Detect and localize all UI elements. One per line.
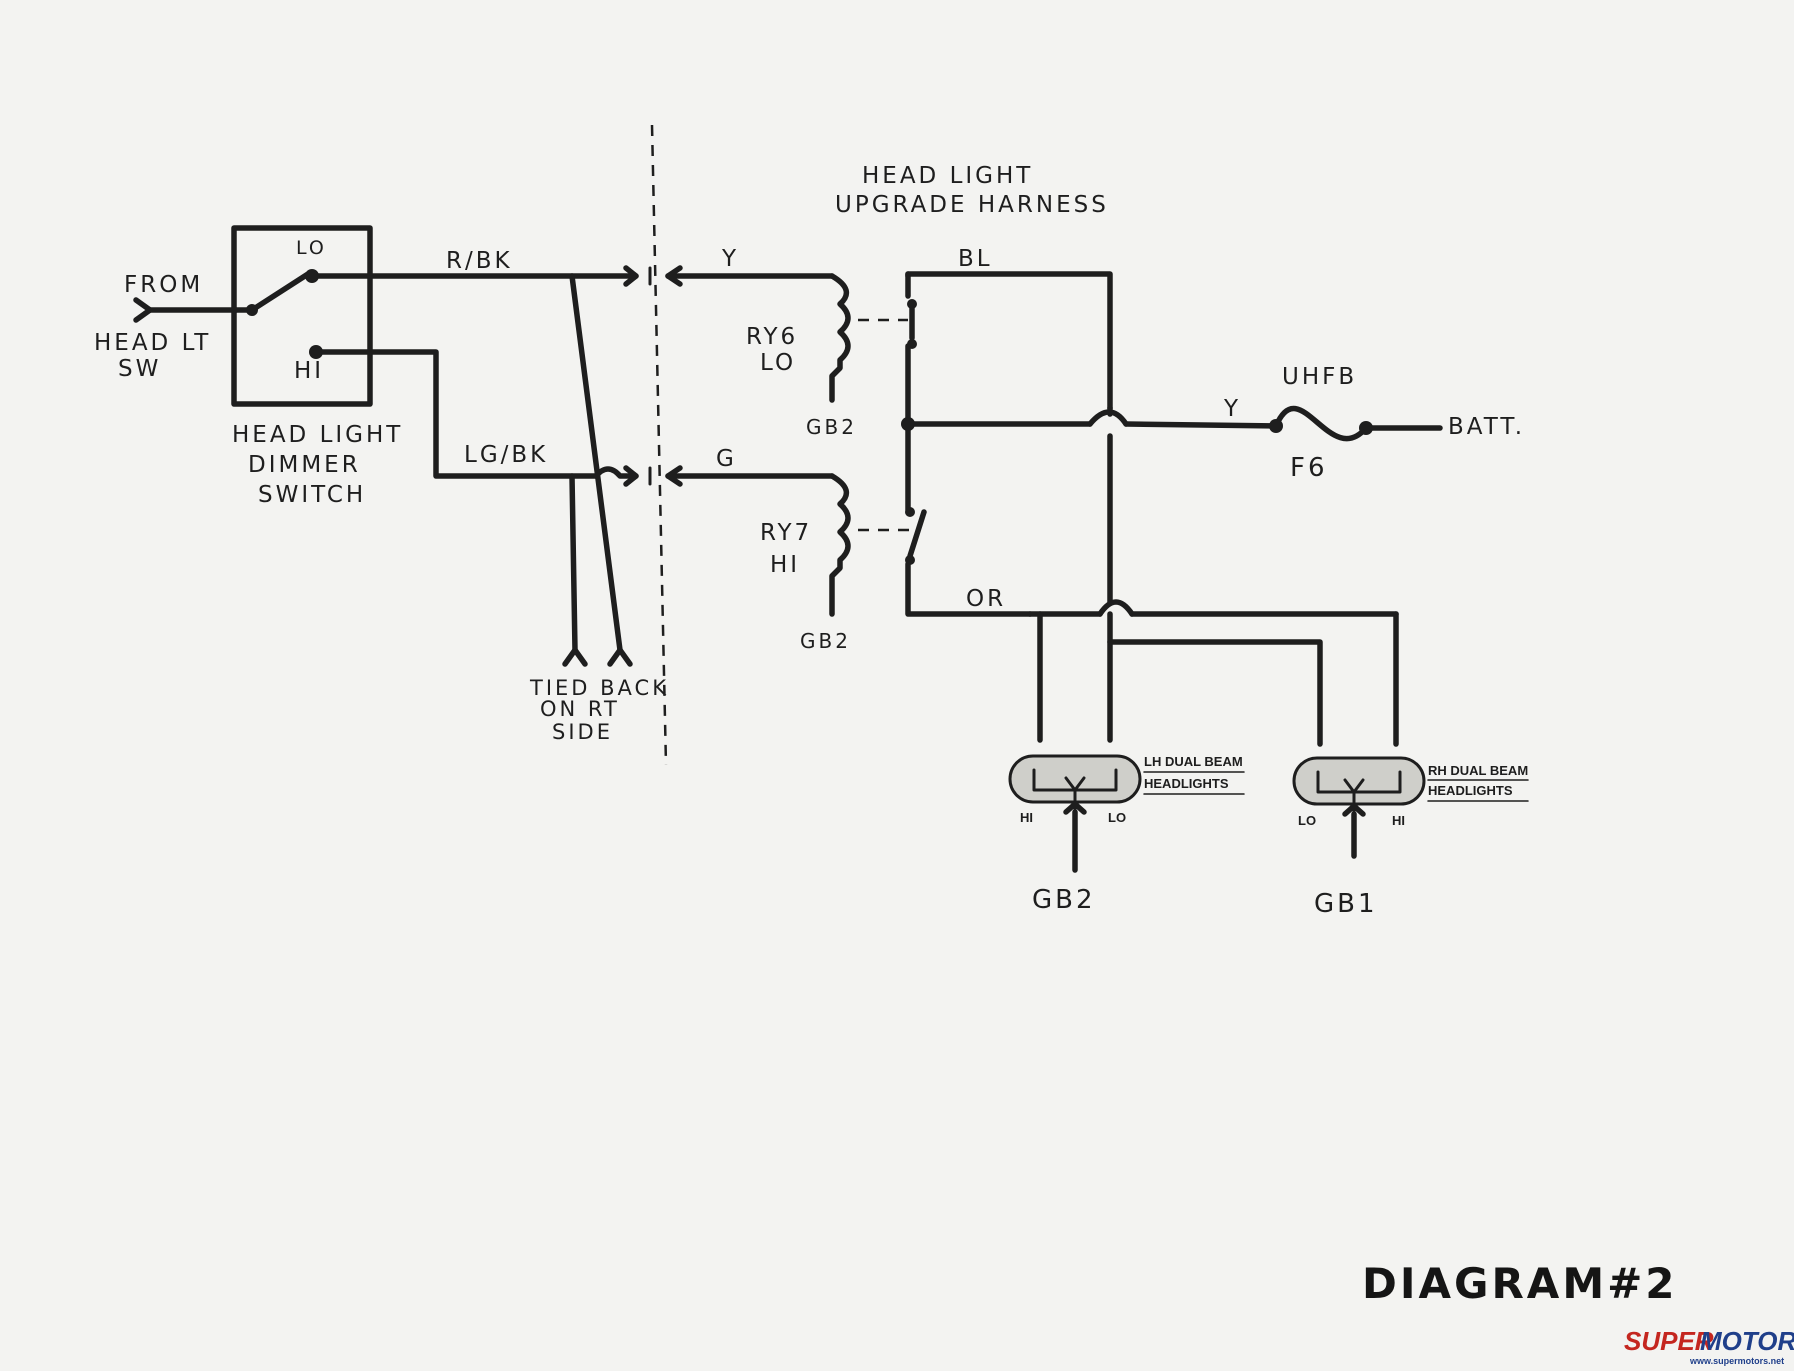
lh-headlight-filament-icon: [1032, 768, 1118, 812]
separator-dashed-line: [650, 124, 668, 766]
rh-label-line2: HEADLIGHTS: [1428, 783, 1513, 798]
relay7-coil: [829, 473, 851, 617]
supermotors-watermark: SUPER MOTORS www.supermotors.net: [1624, 1326, 1794, 1366]
rh-headlight-filament-icon: [1316, 770, 1402, 814]
tied-back-end-right-icon: [607, 647, 633, 667]
rh-headlight-arrow-icon: [1343, 778, 1365, 795]
wire-y-right: [1123, 421, 1279, 429]
switch-label-line2: DIMMER: [248, 452, 361, 478]
dimmer-switch-box: [231, 225, 373, 407]
rh-ground-connector-icon: [1342, 803, 1366, 817]
wire-or: [905, 561, 1033, 617]
from-label-line2: HEAD LT: [94, 330, 211, 356]
rh-hi-label: HI: [1392, 813, 1405, 828]
lgbk-connector-male-icon: [623, 465, 639, 487]
wire-lgbk: [313, 349, 599, 479]
fuse-bottom-label: F6: [1290, 453, 1328, 483]
wire-bl: [905, 271, 1113, 411]
wire-bl-label: BL: [958, 246, 993, 272]
relay6-ground-label: GB2: [806, 415, 857, 439]
relay7-ground-label: GB2: [800, 629, 851, 653]
harness-title-line1: HEAD LIGHT: [862, 163, 1033, 189]
lh-ground-label: GB2: [1032, 885, 1096, 915]
watermark-brand-part1: SUPER: [1624, 1326, 1714, 1356]
wire-y-top-label: Y: [721, 246, 739, 272]
relay7-contact-dot-upper: [905, 507, 915, 517]
tied-back-line2: ON RT: [540, 697, 620, 721]
watermark-url: www.supermotors.net: [1689, 1356, 1784, 1366]
wire-lgbk-label: LG/BK: [464, 442, 548, 468]
fuse-top-label: UHFB: [1282, 364, 1357, 390]
tied-back-line1: TIED BACK: [529, 676, 669, 700]
switch-lo-label: LO: [296, 237, 327, 259]
lh-ground-connector-icon: [1063, 801, 1087, 815]
switch-label-line3: SWITCH: [258, 482, 366, 508]
relay6-label-line1: RY6: [746, 324, 798, 350]
rh-label-line1: RH DUAL BEAM: [1428, 763, 1528, 778]
lh-label-line2: HEADLIGHTS: [1144, 776, 1229, 791]
battery-label: BATT.: [1448, 414, 1525, 440]
relay7-label-line1: RY7: [760, 520, 812, 546]
rh-ground-label: GB1: [1314, 889, 1378, 919]
lh-hi-label: HI: [1020, 810, 1033, 825]
relay7-label-line2: HI: [770, 552, 800, 578]
wire-or-label: OR: [966, 586, 1006, 612]
diagram-title: DIAGRAM#2: [1362, 1259, 1678, 1308]
relay6-coil: [829, 273, 851, 403]
wire-g-label: G: [716, 446, 737, 472]
harness-title-line2: UPGRADE HARNESS: [835, 192, 1109, 218]
from-label-line1: FROM: [124, 272, 203, 298]
switch-hi-label: HI: [294, 358, 324, 384]
switch-blade: [249, 271, 311, 313]
tied-back-branch-right: [569, 273, 623, 653]
lh-label-line1: LH DUAL BEAM: [1144, 754, 1243, 769]
watermark-brand-part2: MOTORS: [1700, 1326, 1794, 1356]
tied-back-branch-left: [569, 473, 578, 653]
fuse-f6-icon: [1273, 405, 1369, 442]
relay6-label-line2: LO: [760, 350, 796, 376]
wire-rbk-label: R/BK: [446, 248, 513, 274]
rh-lo-feed: [1107, 639, 1323, 747]
tied-back-line3: SIDE: [552, 720, 613, 744]
rbk-connector-male-icon: [623, 265, 639, 287]
rh-headlight-icon: [1292, 756, 1426, 806]
rh-lo-label: LO: [1298, 813, 1316, 828]
switch-label-line1: HEAD LIGHT: [232, 422, 403, 448]
tied-back-end-left-icon: [562, 647, 588, 667]
wire-y-right-label: Y: [1223, 396, 1241, 422]
from-label-line3: SW: [118, 356, 161, 382]
lh-headlight-arrow-icon: [1064, 776, 1086, 793]
or-crossover-hop: [1097, 599, 1135, 617]
lh-lo-label: LO: [1108, 810, 1126, 825]
relay7-contact-blade: [907, 509, 927, 559]
